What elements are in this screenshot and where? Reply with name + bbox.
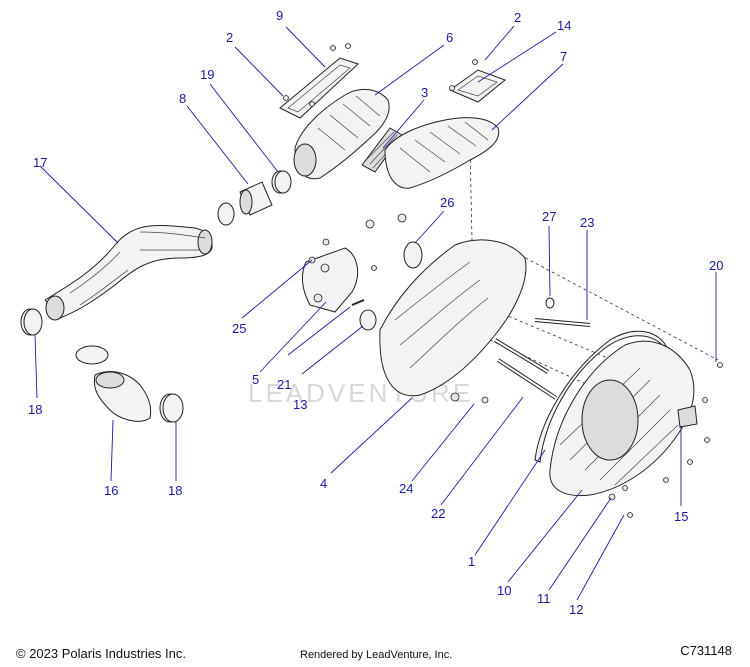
callout-5: 5 — [252, 372, 259, 387]
part-number-label: C731148 — [680, 643, 732, 658]
callout-26: 26 — [440, 195, 454, 210]
copyright-text: © 2023 Polaris Industries Inc. — [16, 646, 186, 661]
elbow-boot-part — [75, 345, 184, 423]
intake-housing-part — [293, 88, 390, 180]
callout-19: 19 — [200, 67, 214, 82]
callout-6: 6 — [446, 30, 453, 45]
o-ring-part-13 — [359, 309, 377, 331]
callout-24: 24 — [399, 481, 413, 496]
callout-7: 7 — [560, 49, 567, 64]
cover-screws-part — [608, 362, 723, 518]
callout-21: 21 — [277, 377, 291, 392]
callout-4: 4 — [320, 476, 327, 491]
vent-part — [677, 405, 698, 428]
callout-16: 16 — [104, 483, 118, 498]
callout-18a: 18 — [28, 402, 42, 417]
callout-14: 14 — [557, 18, 571, 33]
callout-1: 1 — [468, 554, 475, 569]
callout-22: 22 — [431, 506, 445, 521]
callout-11: 11 — [537, 591, 551, 606]
long-bolts-part — [493, 297, 591, 400]
callout-9: 9 — [276, 8, 283, 23]
callout-18b: 18 — [168, 483, 182, 498]
callout-20: 20 — [709, 258, 723, 273]
bracket-part — [302, 238, 377, 313]
callout-2b: 2 — [514, 10, 521, 25]
rendered-by-text: Rendered by LeadVenture, Inc. — [300, 649, 453, 661]
outlet-housing-part — [384, 117, 500, 189]
leader-lines — [34, 25, 717, 601]
callout-15: 15 — [674, 509, 688, 524]
callout-2a: 2 — [226, 30, 233, 45]
clamp-part-18a — [20, 308, 43, 336]
callout-8: 8 — [179, 91, 186, 106]
cover-plate-part — [448, 59, 506, 103]
callout-17: 17 — [33, 155, 47, 170]
o-ring-part-26 — [403, 241, 423, 269]
outer-cover-part — [549, 340, 695, 497]
intake-duct-part — [44, 224, 213, 321]
callout-27: 27 — [542, 209, 556, 224]
callout-23: 23 — [580, 215, 594, 230]
callouts: 9 2 6 2 14 19 8 7 3 17 26 27 23 20 25 5 … — [28, 8, 723, 617]
gasket-plate-part — [279, 43, 359, 119]
callout-25: 25 — [232, 321, 246, 336]
screw-part-21 — [351, 299, 365, 306]
inner-cover-part — [365, 213, 527, 404]
callout-12: 12 — [569, 602, 583, 617]
coupler-part — [217, 170, 292, 226]
callout-13: 13 — [293, 397, 307, 412]
callout-10: 10 — [497, 583, 511, 598]
callout-3: 3 — [421, 85, 428, 100]
